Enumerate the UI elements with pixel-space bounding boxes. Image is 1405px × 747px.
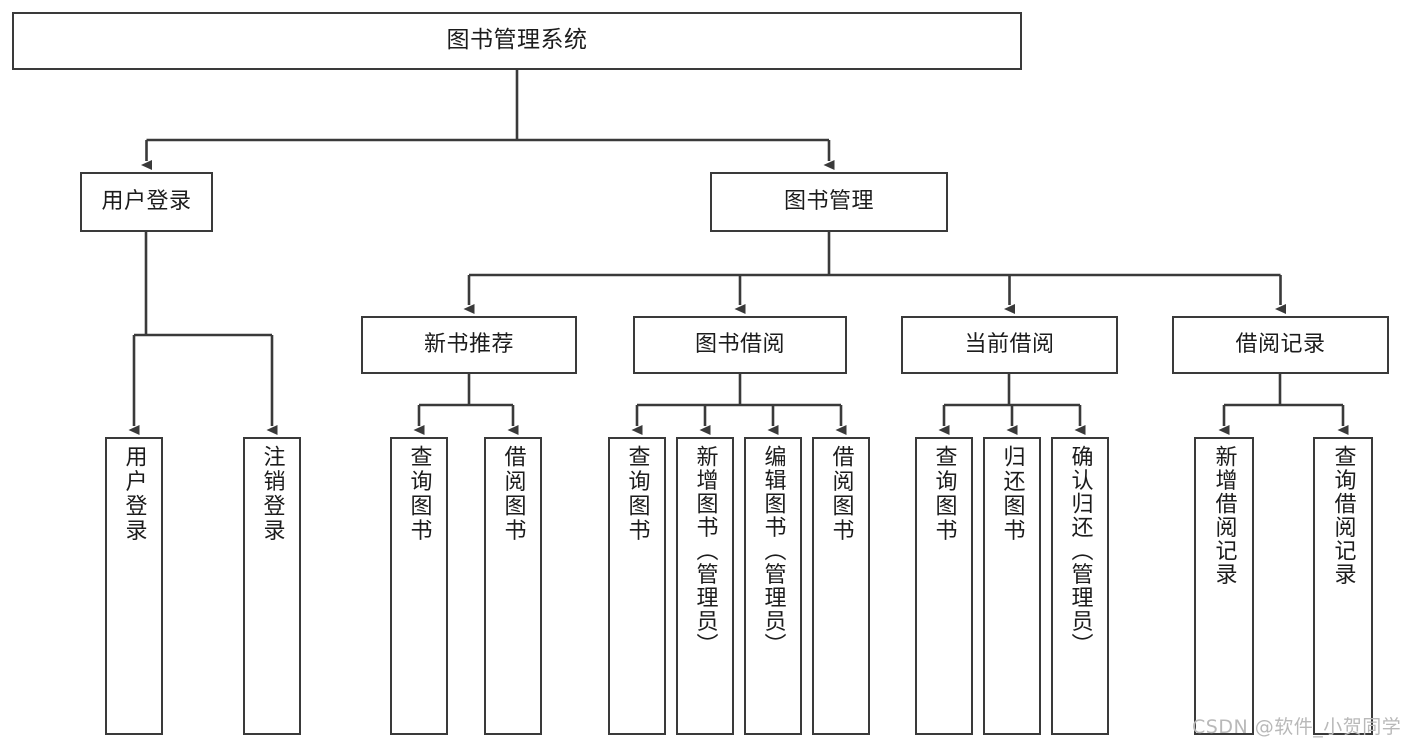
node-leaf-borrow-book-rec-label: 借阅图书: [500, 445, 526, 543]
node-leaf-query-book-cur[interactable]: 查询图书: [915, 437, 973, 735]
node-book-borrow[interactable]: 图书借阅: [633, 316, 847, 374]
node-book-borrow-label: 图书借阅: [694, 332, 785, 358]
node-leaf-query-borrow-record-label: 查询借阅记录: [1330, 445, 1356, 586]
node-root[interactable]: 图书管理系统: [12, 12, 1022, 70]
node-leaf-add-book-admin-label: 新增图书（管理员）: [692, 445, 718, 657]
node-current-borrow-label: 当前借阅: [964, 332, 1055, 358]
node-leaf-query-book[interactable]: 查询图书: [608, 437, 666, 735]
node-leaf-query-borrow-record[interactable]: 查询借阅记录: [1313, 437, 1373, 735]
node-leaf-logout[interactable]: 注销登录: [243, 437, 301, 735]
node-leaf-user-login[interactable]: 用户登录: [105, 437, 163, 735]
node-new-book-recommend[interactable]: 新书推荐: [361, 316, 577, 374]
node-leaf-query-book-label: 查询图书: [624, 445, 650, 543]
node-leaf-borrow-book[interactable]: 借阅图书: [812, 437, 870, 735]
node-leaf-query-book-cur-label: 查询图书: [931, 445, 957, 543]
node-new-book-recommend-label: 新书推荐: [423, 332, 514, 358]
node-borrow-record[interactable]: 借阅记录: [1172, 316, 1389, 374]
node-leaf-borrow-book-rec[interactable]: 借阅图书: [484, 437, 542, 735]
node-leaf-edit-book-admin[interactable]: 编辑图书（管理员）: [744, 437, 802, 735]
node-leaf-confirm-return-admin[interactable]: 确认归还（管理员）: [1051, 437, 1109, 735]
node-leaf-logout-label: 注销登录: [259, 445, 285, 543]
node-leaf-query-book-rec[interactable]: 查询图书: [390, 437, 448, 735]
node-borrow-record-label: 借阅记录: [1235, 332, 1326, 358]
node-user-login-label: 用户登录: [101, 189, 192, 215]
node-leaf-query-book-rec-label: 查询图书: [406, 445, 432, 543]
node-leaf-add-borrow-record-label: 新增借阅记录: [1211, 445, 1237, 586]
node-current-borrow[interactable]: 当前借阅: [901, 316, 1118, 374]
node-leaf-add-borrow-record[interactable]: 新增借阅记录: [1194, 437, 1254, 735]
node-leaf-borrow-book-label: 借阅图书: [828, 445, 854, 543]
node-user-login[interactable]: 用户登录: [80, 172, 213, 232]
node-root-label: 图书管理系统: [446, 27, 588, 54]
node-leaf-add-book-admin[interactable]: 新增图书（管理员）: [676, 437, 734, 735]
csdn-watermark: CSDN @软件_小贺同学: [1192, 716, 1402, 738]
node-leaf-return-book-label: 归还图书: [999, 445, 1025, 543]
node-leaf-confirm-return-admin-label: 确认归还（管理员）: [1067, 445, 1093, 657]
node-leaf-return-book[interactable]: 归还图书: [983, 437, 1041, 735]
node-leaf-edit-book-admin-label: 编辑图书（管理员）: [760, 445, 786, 657]
node-book-management[interactable]: 图书管理: [710, 172, 948, 232]
node-leaf-user-login-label: 用户登录: [121, 445, 147, 543]
node-book-management-label: 图书管理: [783, 189, 874, 215]
